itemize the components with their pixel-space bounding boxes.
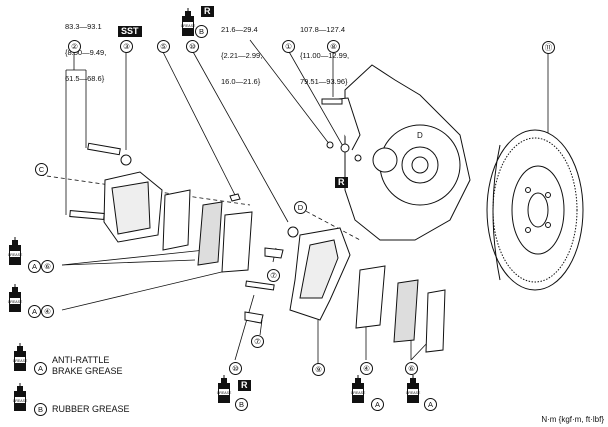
- legend-b-marker: B: [34, 403, 47, 416]
- grease-b-marker: B: [195, 25, 208, 38]
- callout-11: ⑪: [542, 41, 555, 54]
- reference-c-marker: C: [35, 163, 48, 176]
- torque-value: {11.00—12.99,: [300, 50, 350, 60]
- legend-line: ANTI-RATTLE: [52, 355, 110, 365]
- grease-a-marker: A: [28, 260, 41, 273]
- replace-label: R: [335, 177, 348, 188]
- callout-10: ⑩: [229, 362, 242, 375]
- callout-6: ⑥: [41, 260, 54, 273]
- torque-spec-2: 83.3—93.1 {8.50—9.49, 61.5—68.6}: [65, 6, 106, 92]
- grease-b-marker: B: [235, 398, 248, 411]
- callout-5: ⑤: [157, 40, 170, 53]
- callout-4: ④: [41, 305, 54, 318]
- torque-value: 21.6—29.4: [221, 25, 258, 35]
- callout-8: ⑧: [327, 40, 340, 53]
- legend-rubber-grease: RUBBER GREASE: [52, 404, 130, 414]
- callout-4: ④: [360, 362, 373, 375]
- torque-value: 61.5—68.6}: [65, 73, 105, 83]
- callout-7: ⑦: [267, 269, 280, 282]
- callout-7: ⑦: [251, 335, 264, 348]
- grease-a-marker: A: [424, 398, 437, 411]
- legend-anti-rattle: ANTI-RATTLE BRAKE GREASE: [52, 355, 123, 377]
- torque-value: {2.21—2.99,: [221, 50, 263, 60]
- legend-a-marker: A: [34, 362, 47, 375]
- legend-line: BRAKE GREASE: [52, 366, 123, 376]
- callout-2: ②: [68, 40, 81, 53]
- reference-d-marker: D: [294, 201, 307, 214]
- callout-9: ⑨: [312, 363, 325, 376]
- torque-value: 83.3—93.1: [65, 22, 102, 32]
- callout-1: ①: [282, 40, 295, 53]
- torque-spec-1: 21.6—29.4 {2.21—2.99, 16.0—21.6}: [221, 9, 262, 95]
- callout-10: ⑩: [186, 40, 199, 53]
- grease-a-marker: A: [28, 305, 41, 318]
- callout-3: ③: [120, 40, 133, 53]
- callout-6: ⑥: [405, 362, 418, 375]
- replace-label: R: [201, 6, 214, 17]
- sst-label: SST: [118, 26, 142, 37]
- torque-spec-8: 107.8—127.4 {11.00—12.99, 79.51—93.96}: [300, 9, 349, 95]
- reference-d-letter: D: [417, 131, 423, 140]
- torque-value: 16.0—21.6}: [221, 76, 261, 86]
- grease-a-marker: A: [371, 398, 384, 411]
- replace-label: R: [238, 380, 251, 391]
- torque-value: {8.50—9.49,: [65, 47, 107, 57]
- torque-value: 79.51—93.96}: [300, 76, 348, 86]
- units-note: N·m {kgf·m, ft·lbf}: [541, 415, 604, 424]
- torque-value: 107.8—127.4: [300, 25, 346, 35]
